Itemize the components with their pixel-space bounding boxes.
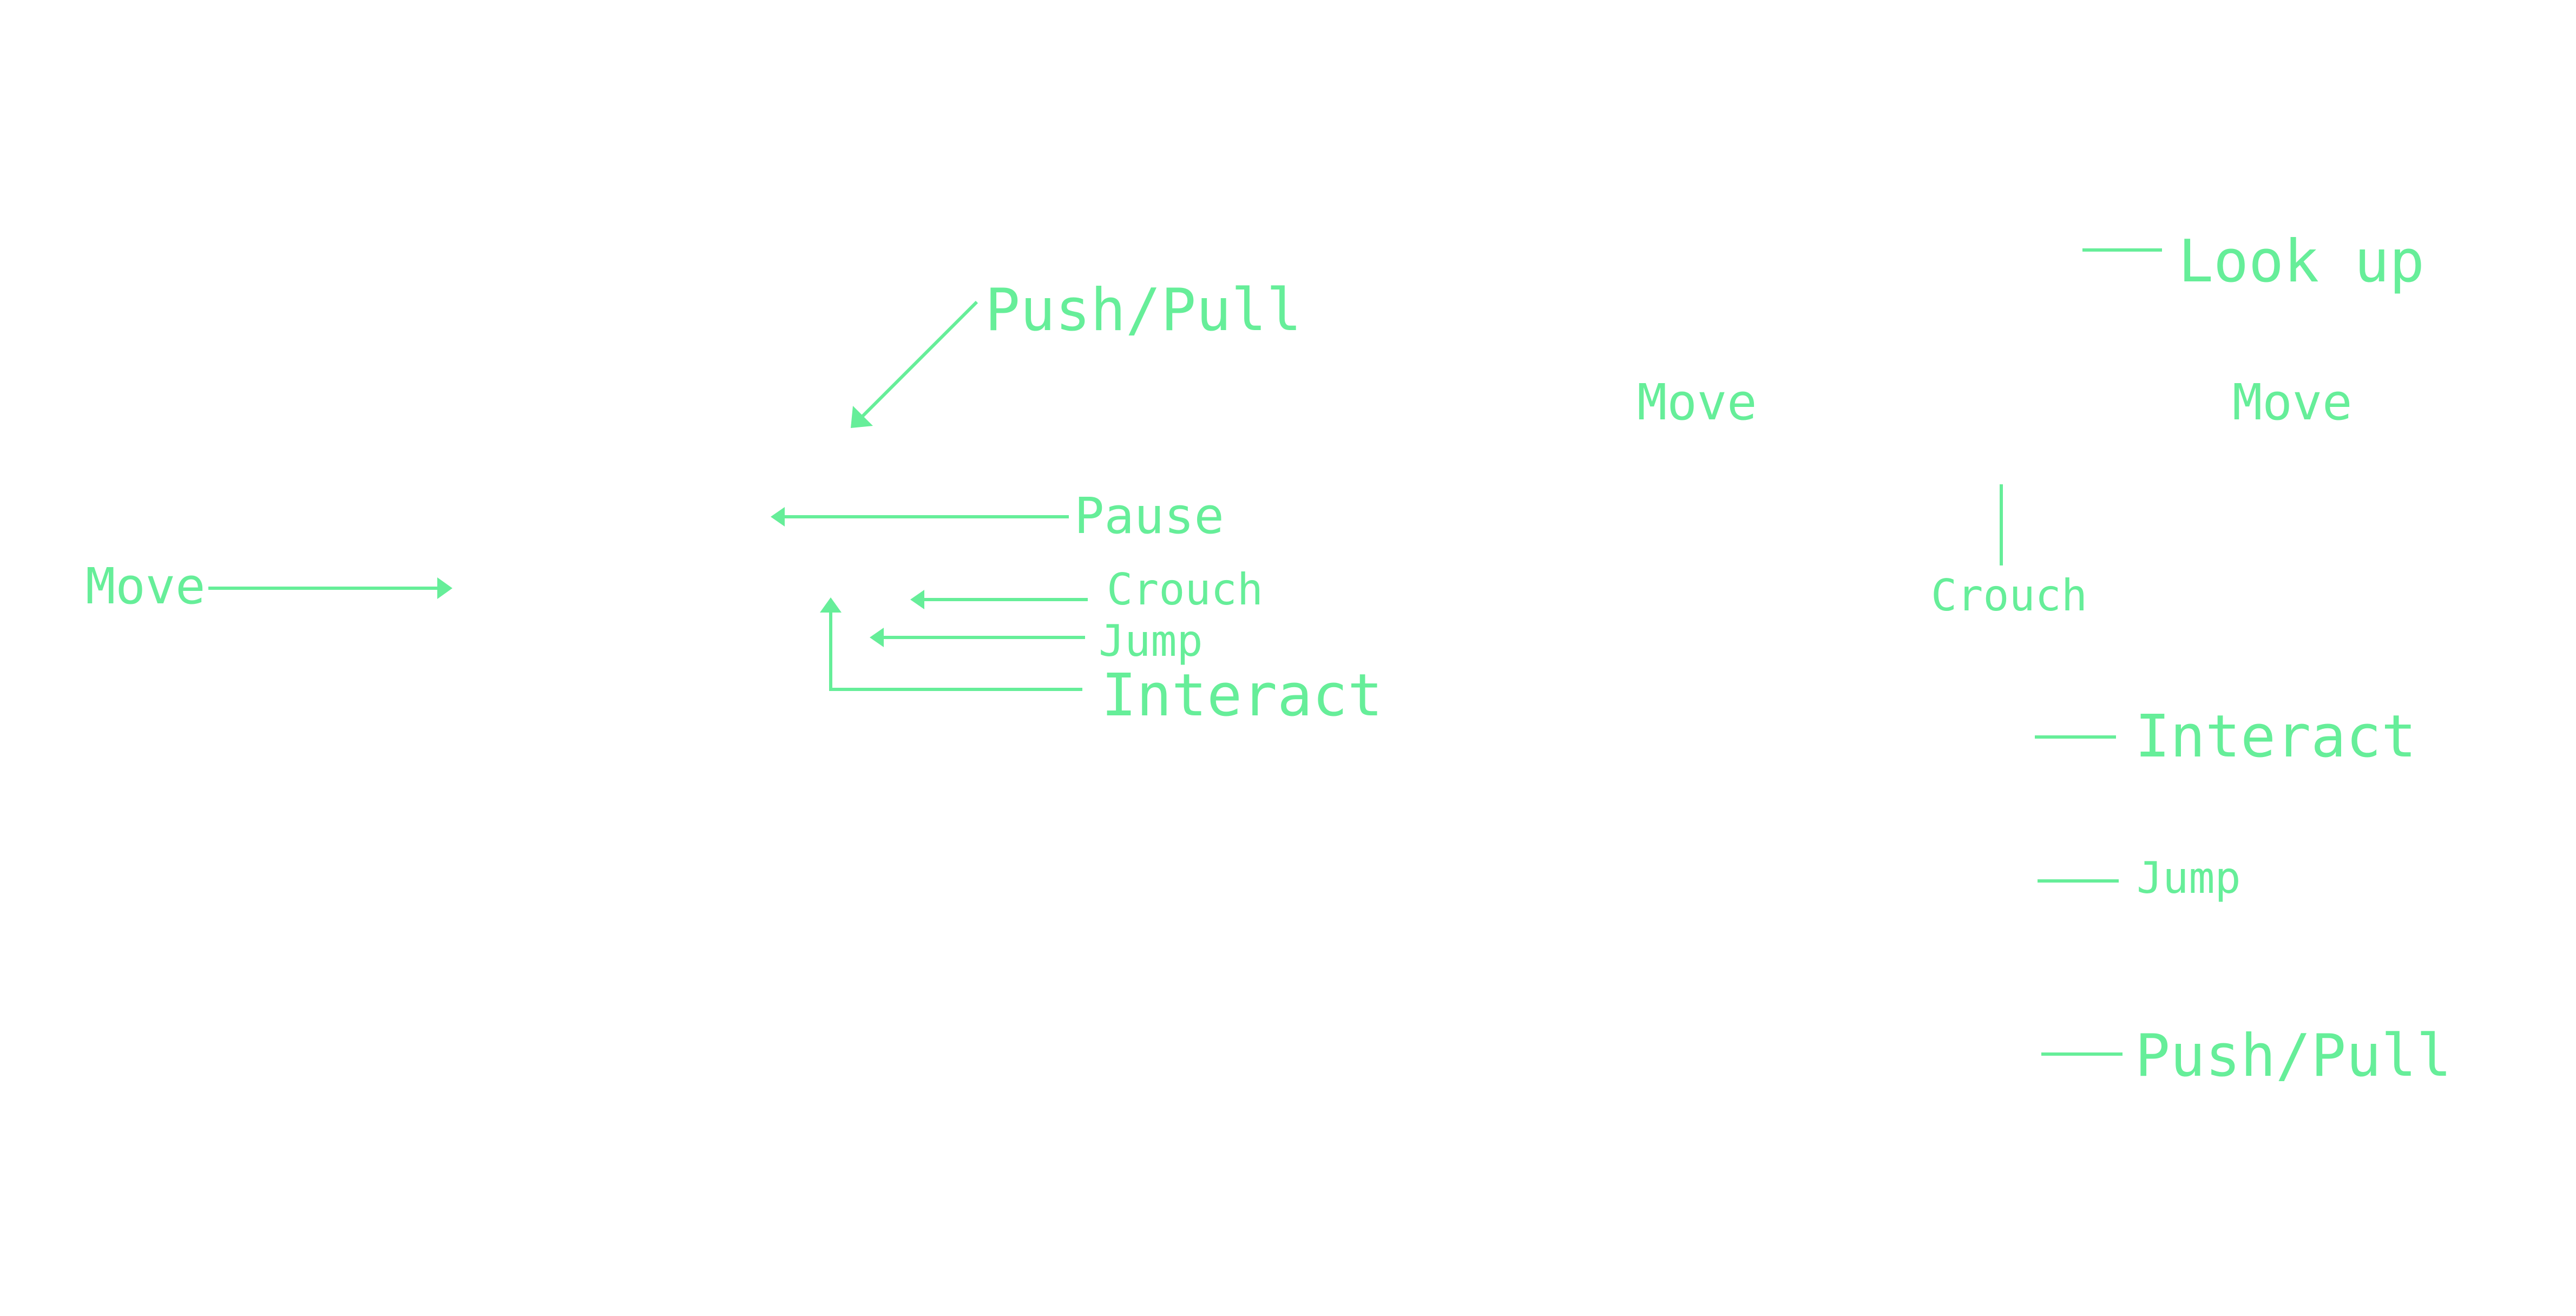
left-push-pull-arrowhead <box>851 406 873 428</box>
left-push-pull-arrow-line <box>856 300 978 423</box>
left-push-pull-label: Push/Pull <box>985 277 1302 344</box>
right-move-right-label: Move <box>2232 373 2352 431</box>
left-interact-label: Interact <box>1101 662 1383 729</box>
right-crouch-label: Crouch <box>1931 570 2087 621</box>
left-interact-arrow-line <box>829 611 1082 691</box>
left-controller-labels: Move Push/Pull Pause Crouch Jump Interac… <box>86 277 1383 729</box>
right-move-left-label: Move <box>1637 373 1757 431</box>
left-crouch-arrowhead <box>910 590 924 609</box>
left-pause-label: Pause <box>1074 487 1224 545</box>
right-jump-label: Jump <box>2137 853 2241 903</box>
left-jump-arrowhead <box>870 628 884 647</box>
right-look-up-label: Look up <box>2178 228 2424 295</box>
left-crouch-label: Crouch <box>1107 564 1263 615</box>
left-move-label: Move <box>86 557 206 615</box>
right-controller-labels: Look up Move Move Crouch Interact Jump P… <box>1637 228 2452 1090</box>
right-push-pull-label: Push/Pull <box>2135 1022 2452 1090</box>
left-jump-label: Jump <box>1099 616 1203 666</box>
left-move-arrowhead <box>437 577 452 599</box>
right-interact-label: Interact <box>2135 703 2416 771</box>
left-interact-arrowhead <box>820 597 842 613</box>
left-pause-arrowhead <box>771 507 785 527</box>
